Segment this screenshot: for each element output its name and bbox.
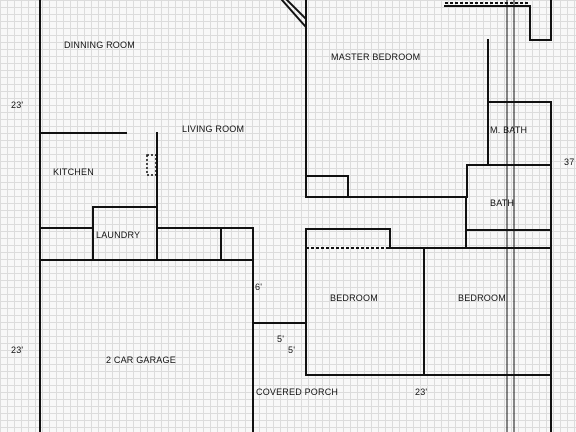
dimension-left-lower: 23'	[11, 345, 24, 355]
label-master-bath: M. BATH	[490, 125, 528, 135]
wall-laundry	[92, 206, 158, 261]
label-master-bedroom: MASTER BEDROOM	[331, 52, 421, 62]
label-bath: BATH	[490, 198, 515, 208]
label-bedroom-left: BEDROOM	[330, 293, 378, 303]
wall-master-closet	[305, 175, 349, 198]
dimension-garage-opening: 6'	[255, 282, 263, 292]
dimension-left-upper: 23'	[11, 100, 24, 110]
dimension-right-side: 37	[564, 157, 575, 167]
wall-diagonal-top	[280, 0, 307, 28]
dimension-porch-depth: 5'	[288, 345, 296, 355]
label-garage: 2 CAR GARAGE	[106, 355, 176, 365]
wall-closet-topright	[444, 5, 552, 41]
label-covered-porch: COVERED PORCH	[256, 387, 339, 397]
label-laundry: LAUNDRY	[96, 230, 141, 240]
label-kitchen: KITCHEN	[53, 167, 94, 177]
dimension-bottom: 23'	[415, 387, 428, 397]
wall-top-stub	[285, 0, 307, 20]
kitchen-appliance-box	[146, 154, 157, 176]
label-dining-room: DINNING ROOM	[64, 40, 135, 50]
wall-bath	[465, 229, 552, 249]
label-living-room: LIVING ROOM	[182, 124, 245, 134]
dimension-porch-width: 5'	[277, 334, 285, 344]
label-bedroom-right: BEDROOM	[458, 293, 506, 303]
wall-hall-top	[305, 196, 467, 249]
